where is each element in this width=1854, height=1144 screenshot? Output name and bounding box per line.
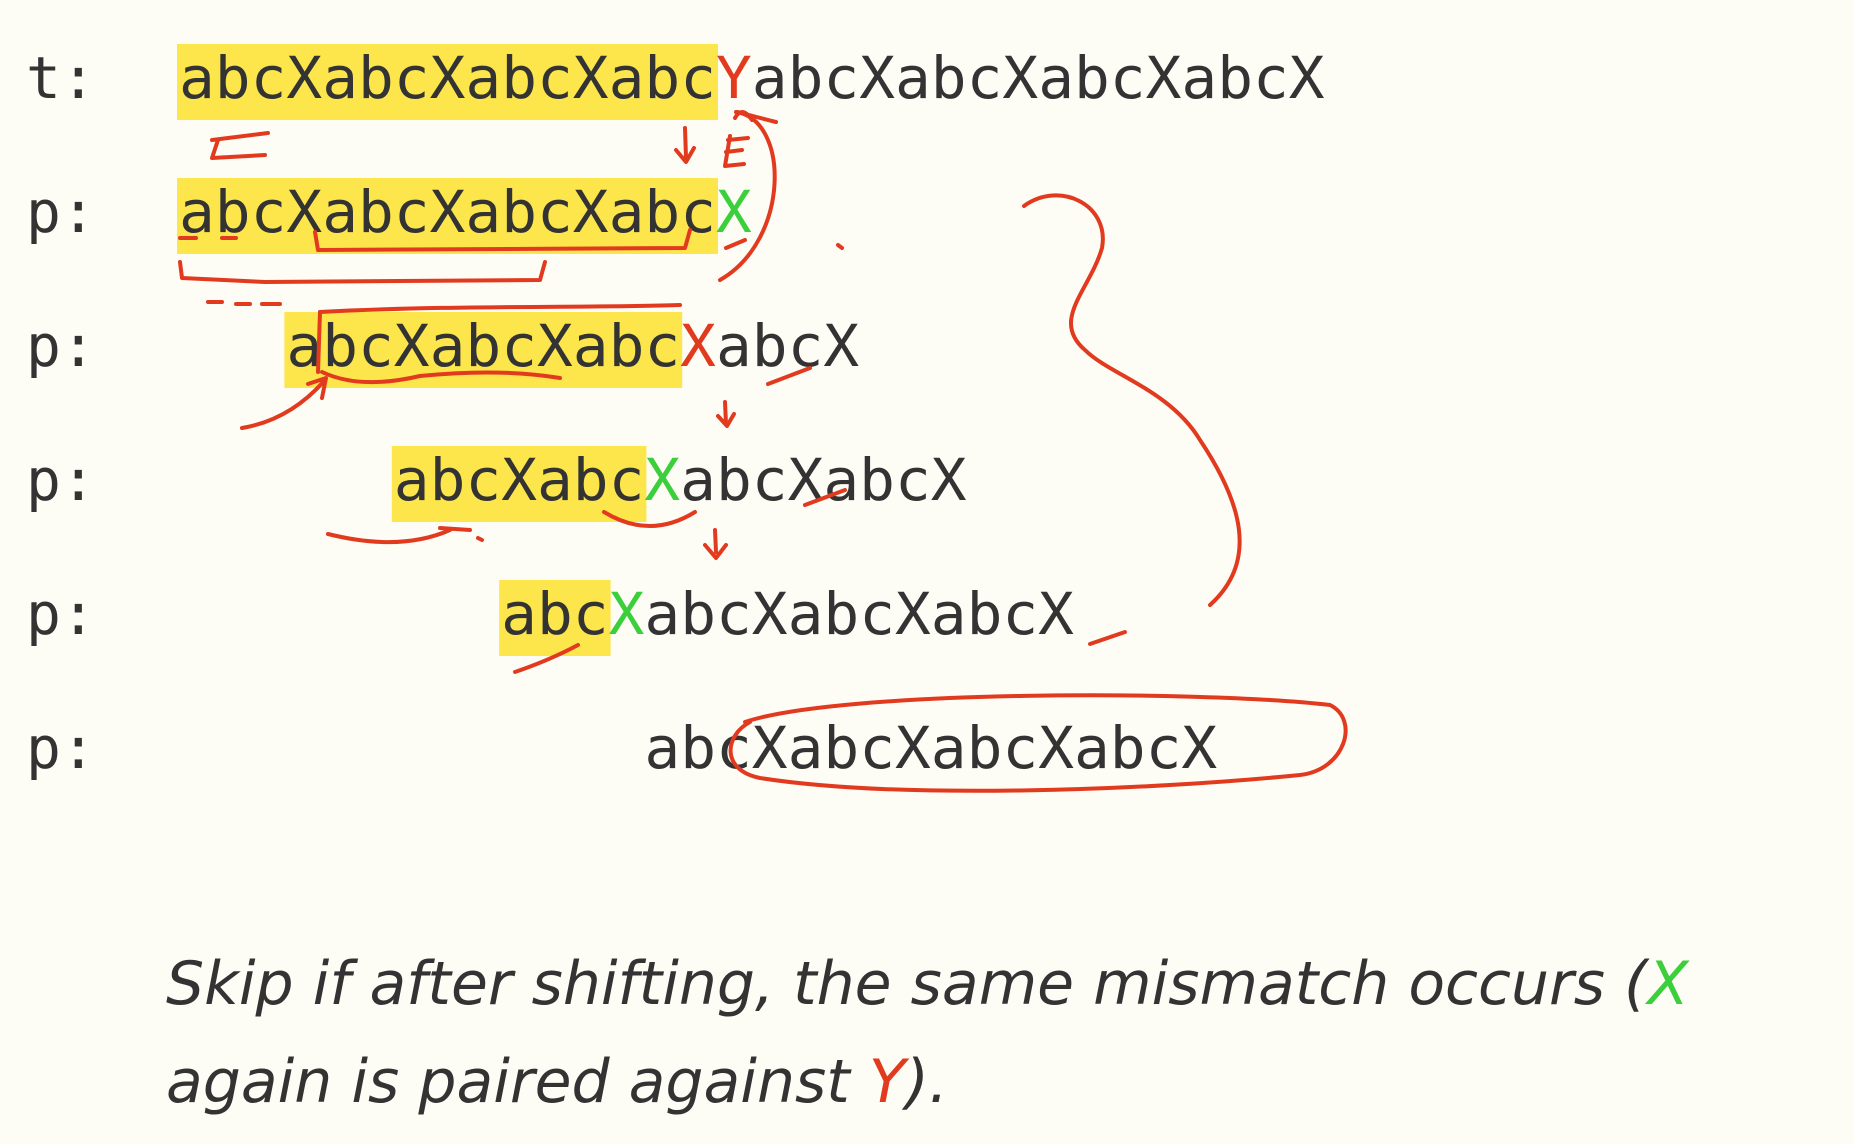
string-segment: abcXabc [394,446,645,514]
string-segment: X [680,312,716,380]
string-segment: abcXabcXabcXabcX [752,44,1325,112]
string-segment: abcXabcXabcXabc [179,178,716,246]
match-highlight [391,446,647,522]
caption: Skip if after shifting, the same mismatc… [166,935,1846,1131]
handwritten-annotations [178,110,1348,793]
string-segment: X [716,178,752,246]
string-segment: X [644,446,680,514]
match-highlight [499,580,611,656]
string-segment: X [609,580,645,648]
caption-red-y: Y [868,1047,906,1117]
row-label: p: [26,714,96,782]
string-segment: abc [501,580,608,648]
string-segment: Y [716,44,752,112]
string-segment: abcXabcXabcXabc [179,44,716,112]
row-label: t: [26,44,96,112]
row-5: p:abcXabcXabcXabcX [26,714,1217,782]
caption-text-1: Skip if after shifting, the same mismatc… [166,949,1648,1019]
string-segment: abcXabcXabcX [644,580,1074,648]
row-label: p: [26,580,96,648]
caption-text-3: ). [905,1047,948,1117]
row-label: p: [26,178,96,246]
caption-text-2: again is paired against [166,1047,869,1117]
match-highlight [177,178,718,254]
caption-green-x: X [1647,949,1689,1019]
match-highlight [177,44,718,120]
match-highlight [284,312,683,388]
string-segment: abcXabcX [680,446,966,514]
row-label: p: [26,312,96,380]
row-label: p: [26,446,96,514]
string-segment: abcX [716,312,859,380]
string-segment: abcXabcXabc [286,312,680,380]
